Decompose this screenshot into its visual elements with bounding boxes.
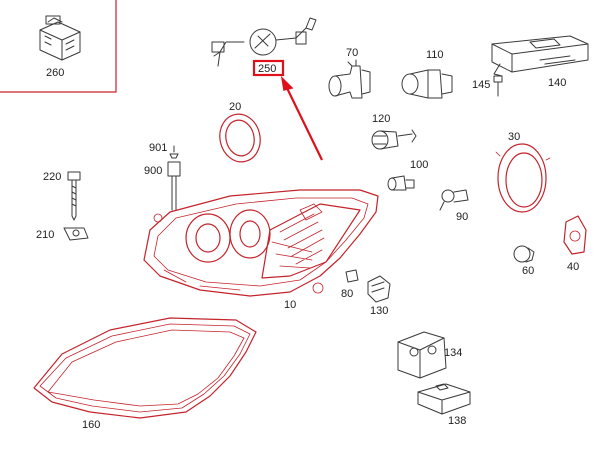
label-10: 10 xyxy=(284,299,296,311)
part-70-bulb[interactable] xyxy=(328,59,371,99)
part-80-bulb[interactable] xyxy=(345,269,359,283)
part-40-cover[interactable] xyxy=(563,215,587,255)
label-160: 160 xyxy=(82,419,100,431)
part-250-wiring[interactable] xyxy=(211,17,317,67)
part-90-bulb[interactable] xyxy=(439,189,469,211)
part-145-screw[interactable] xyxy=(493,75,503,97)
highlight-box-250 xyxy=(252,59,285,77)
arrow-head xyxy=(280,75,294,91)
part-901-clip[interactable] xyxy=(169,145,179,159)
label-120: 120 xyxy=(372,113,390,125)
inset-frame xyxy=(0,0,117,93)
highlight-arrow xyxy=(285,85,323,161)
label-80: 80 xyxy=(341,288,353,300)
label-30: 30 xyxy=(508,131,520,143)
part-60-bulb[interactable] xyxy=(513,245,535,263)
part-138-ballast[interactable] xyxy=(417,383,471,415)
label-130: 130 xyxy=(370,305,388,317)
part-160-lens[interactable] xyxy=(33,317,257,419)
part-10-headlamp[interactable] xyxy=(143,189,379,297)
label-140: 140 xyxy=(548,77,566,89)
label-260: 260 xyxy=(46,67,64,79)
label-220: 220 xyxy=(43,171,61,183)
part-260-connector[interactable] xyxy=(39,15,81,61)
label-110: 110 xyxy=(426,49,444,61)
part-134-module[interactable] xyxy=(397,331,447,379)
part-120-holder[interactable] xyxy=(371,129,417,150)
label-901: 901 xyxy=(149,142,167,154)
label-20: 20 xyxy=(229,101,241,113)
part-900-adjuster[interactable] xyxy=(167,161,181,211)
part-100-bulb[interactable] xyxy=(387,175,415,191)
part-30-cap[interactable] xyxy=(495,143,551,213)
label-145: 145 xyxy=(472,79,490,91)
label-100: 100 xyxy=(410,159,428,171)
label-70: 70 xyxy=(346,47,358,59)
label-60: 60 xyxy=(522,265,534,277)
label-138: 138 xyxy=(448,415,466,427)
part-220-bolt[interactable] xyxy=(67,171,81,221)
part-110-bulb[interactable] xyxy=(401,69,453,99)
label-210: 210 xyxy=(36,229,54,241)
part-140-module[interactable] xyxy=(491,35,589,77)
label-134: 134 xyxy=(444,347,462,359)
label-900: 900 xyxy=(144,165,162,177)
part-130-socket[interactable] xyxy=(367,275,391,303)
part-20-seal[interactable] xyxy=(215,110,264,165)
part-210-nut[interactable] xyxy=(63,227,89,241)
label-250: 250 xyxy=(258,63,276,75)
label-40: 40 xyxy=(567,261,579,273)
label-90: 90 xyxy=(456,211,468,223)
